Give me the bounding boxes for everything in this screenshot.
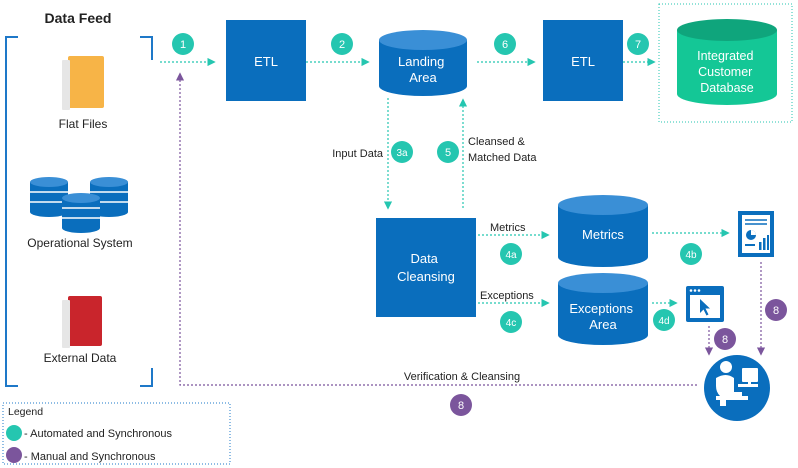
svg-text:5: 5 — [445, 147, 451, 159]
svg-text:8: 8 — [722, 334, 728, 346]
etl-box-2 — [543, 20, 623, 101]
landing-area-label: Landing Area — [398, 54, 448, 85]
svg-text:3a: 3a — [396, 148, 408, 159]
exceptions-area-db — [558, 273, 648, 345]
badge-8-bottom: 8 — [450, 394, 472, 416]
data-feed-bracket — [5, 36, 153, 387]
etl-label-1: ETL — [254, 54, 278, 69]
folder-icon — [62, 56, 104, 110]
operational-system-label: Operational System — [27, 236, 132, 250]
flat-files-label: Flat Files — [59, 117, 108, 131]
input-data-label: Input Data — [332, 148, 384, 160]
exceptions-area-label: Exceptions Area — [569, 301, 636, 332]
metrics-edge-label: Metrics — [490, 222, 526, 234]
etl-box-1 — [226, 20, 306, 101]
verification-label: Verification & Cleansing — [404, 371, 520, 383]
data-cleansing-box — [376, 218, 476, 317]
window-cursor-icon — [686, 286, 724, 322]
integrated-customer-db — [677, 19, 777, 105]
svg-text:6: 6 — [502, 39, 508, 51]
database-stack-icon — [30, 177, 128, 233]
icdb-frame — [658, 3, 793, 123]
badge-8-mid: 8 — [714, 328, 736, 350]
legend-manual-label: - Manual and Synchronous — [24, 451, 156, 463]
svg-text:4a: 4a — [505, 250, 517, 261]
svg-text:1: 1 — [180, 39, 186, 51]
cleansed-matched-label: Cleansed & Matched Data — [468, 136, 537, 164]
data-feed-title: Data Feed — [45, 10, 112, 26]
folder-icon — [62, 296, 102, 348]
metrics-db — [558, 195, 648, 267]
legend-automated-label: - Automated and Synchronous — [24, 428, 172, 440]
badge-4d: 4d — [653, 309, 675, 331]
landing-area-db — [379, 30, 467, 96]
badge-4b: 4b — [680, 243, 702, 265]
badge-4a: 4a — [500, 243, 522, 265]
badge-7: 7 — [627, 33, 649, 55]
svg-text:4c: 4c — [506, 318, 517, 329]
badge-3a: 3a — [391, 141, 413, 163]
badge-8-right: 8 — [765, 299, 787, 321]
data-cleansing-label: Data Cleansing — [397, 251, 455, 284]
svg-text:4b: 4b — [685, 250, 697, 261]
icdb-label: Integrated Customer Database — [697, 49, 757, 95]
svg-text:8: 8 — [458, 400, 464, 412]
external-data-label: External Data — [44, 351, 117, 365]
etl-label-2: ETL — [571, 54, 595, 69]
report-icon — [738, 211, 774, 257]
badge-1: 1 — [172, 33, 194, 55]
svg-text:7: 7 — [635, 39, 641, 51]
metrics-db-label: Metrics — [582, 227, 624, 242]
legend-teal-swatch — [6, 425, 22, 441]
edge-verification-to-feed — [175, 72, 697, 386]
badge-4c: 4c — [500, 311, 522, 333]
svg-text:4d: 4d — [658, 316, 669, 327]
svg-text:2: 2 — [339, 39, 345, 51]
legend-purple-swatch — [6, 447, 22, 463]
badge-6: 6 — [494, 33, 516, 55]
badge-2: 2 — [331, 33, 353, 55]
user-computer-icon — [704, 355, 770, 421]
svg-text:8: 8 — [773, 305, 779, 317]
exceptions-edge-label: Exceptions — [480, 290, 534, 302]
badge-5: 5 — [437, 141, 459, 163]
legend-title: Legend — [8, 406, 43, 418]
